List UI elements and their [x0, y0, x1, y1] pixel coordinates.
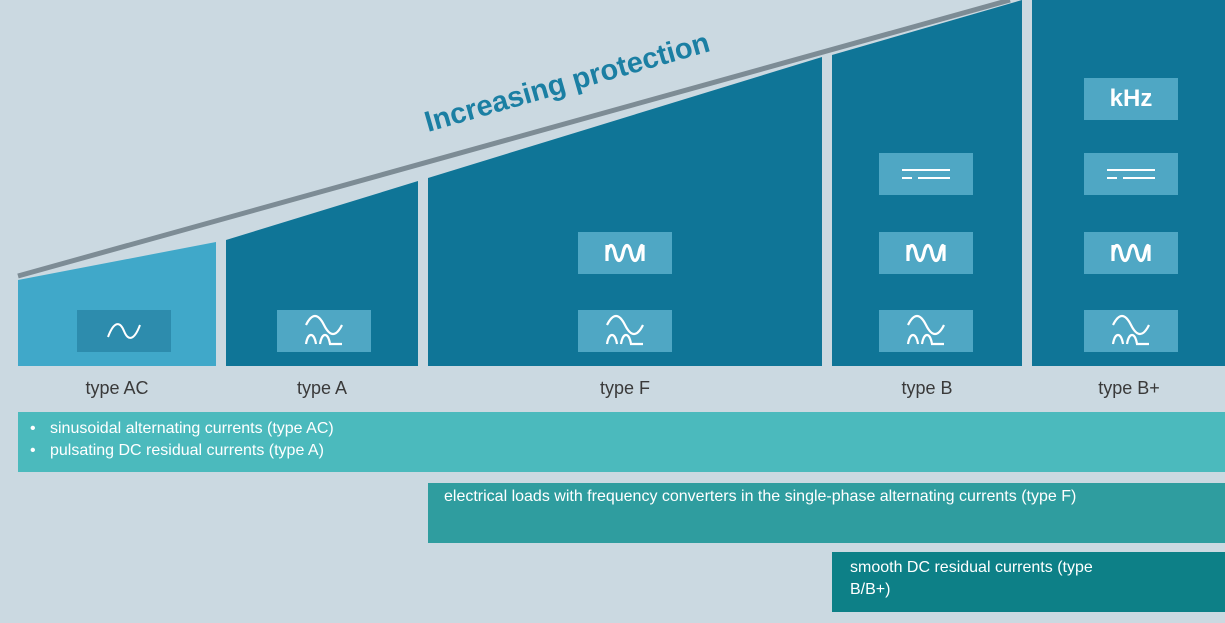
- pulsating-dc-icon: [1084, 310, 1178, 352]
- type-ac-label: type AC: [85, 378, 149, 398]
- pulsating-dc-icon: [578, 310, 672, 352]
- khz-label: kHz: [1109, 85, 1153, 112]
- mixed-frequency-icon: [1084, 232, 1178, 274]
- smooth-dc-icon: [879, 153, 973, 195]
- band-f: electrical loads with frequency converte…: [428, 483, 1225, 543]
- list-item: pulsating DC residual currents (type A): [30, 440, 1225, 462]
- band-b: smooth DC residual currents (type B/B+): [832, 552, 1225, 612]
- mixed-frequency-icon: [879, 232, 973, 274]
- pulsating-dc-icon: [277, 310, 371, 352]
- trend-line: [17, 0, 1011, 279]
- band-f-text: electrical loads with frequency converte…: [444, 488, 1077, 505]
- mixed-frequency-icon: [578, 232, 672, 274]
- band-ac-a: sinusoidal alternating currents (type AC…: [18, 412, 1225, 472]
- type-bplus-label: type B+: [1098, 378, 1160, 398]
- list-item: sinusoidal alternating currents (type AC…: [30, 418, 1225, 440]
- type-f-label: type F: [599, 378, 651, 398]
- khz-box: kHz: [1084, 78, 1178, 120]
- type-f-block: [428, 57, 822, 366]
- band-ac-a-list: sinusoidal alternating currents (type AC…: [18, 412, 1225, 462]
- smooth-dc-icon: [1084, 153, 1178, 195]
- protection-ramp: Increasing protection: [17, 0, 1225, 366]
- pulsating-dc-icon: [879, 310, 973, 352]
- sine-wave-icon: [77, 310, 171, 352]
- band-b-text: smooth DC residual currents (type B/B+): [850, 559, 1093, 598]
- type-b-label: type B: [901, 378, 953, 398]
- type-a-label: type A: [296, 378, 348, 398]
